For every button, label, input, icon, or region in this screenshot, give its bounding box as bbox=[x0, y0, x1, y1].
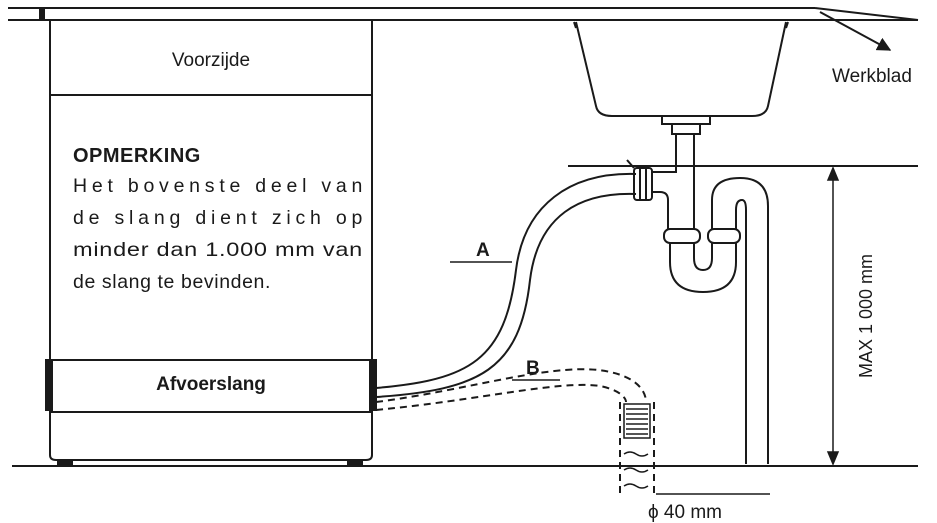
max-height-dimension bbox=[826, 166, 840, 466]
note-line: de slang te bevinden. bbox=[73, 271, 271, 293]
hose-a-label: A bbox=[476, 240, 490, 261]
countertop bbox=[8, 7, 919, 21]
note-title: OPMERKING bbox=[73, 145, 201, 167]
standpipe bbox=[619, 402, 655, 494]
hose-b-label: B bbox=[526, 358, 540, 379]
max-height-label: MAX 1 000 mm bbox=[856, 254, 876, 378]
drain-hose-label: Afvoerslang bbox=[156, 374, 266, 395]
pipe-diameter-label: ϕ 40 mm bbox=[648, 502, 722, 523]
hose-b bbox=[375, 368, 647, 411]
countertop-label: Werkblad bbox=[832, 66, 912, 87]
siphon-trap bbox=[650, 170, 769, 464]
front-label: Voorzijde bbox=[172, 50, 250, 71]
hose-connector bbox=[626, 159, 653, 201]
countertop-pointer-arrow bbox=[819, 11, 892, 51]
dishwasher bbox=[39, 7, 377, 467]
note-line: minder dan 1.000 mm van bbox=[73, 239, 363, 261]
hose-a bbox=[375, 172, 637, 398]
sink-basin bbox=[573, 21, 789, 170]
